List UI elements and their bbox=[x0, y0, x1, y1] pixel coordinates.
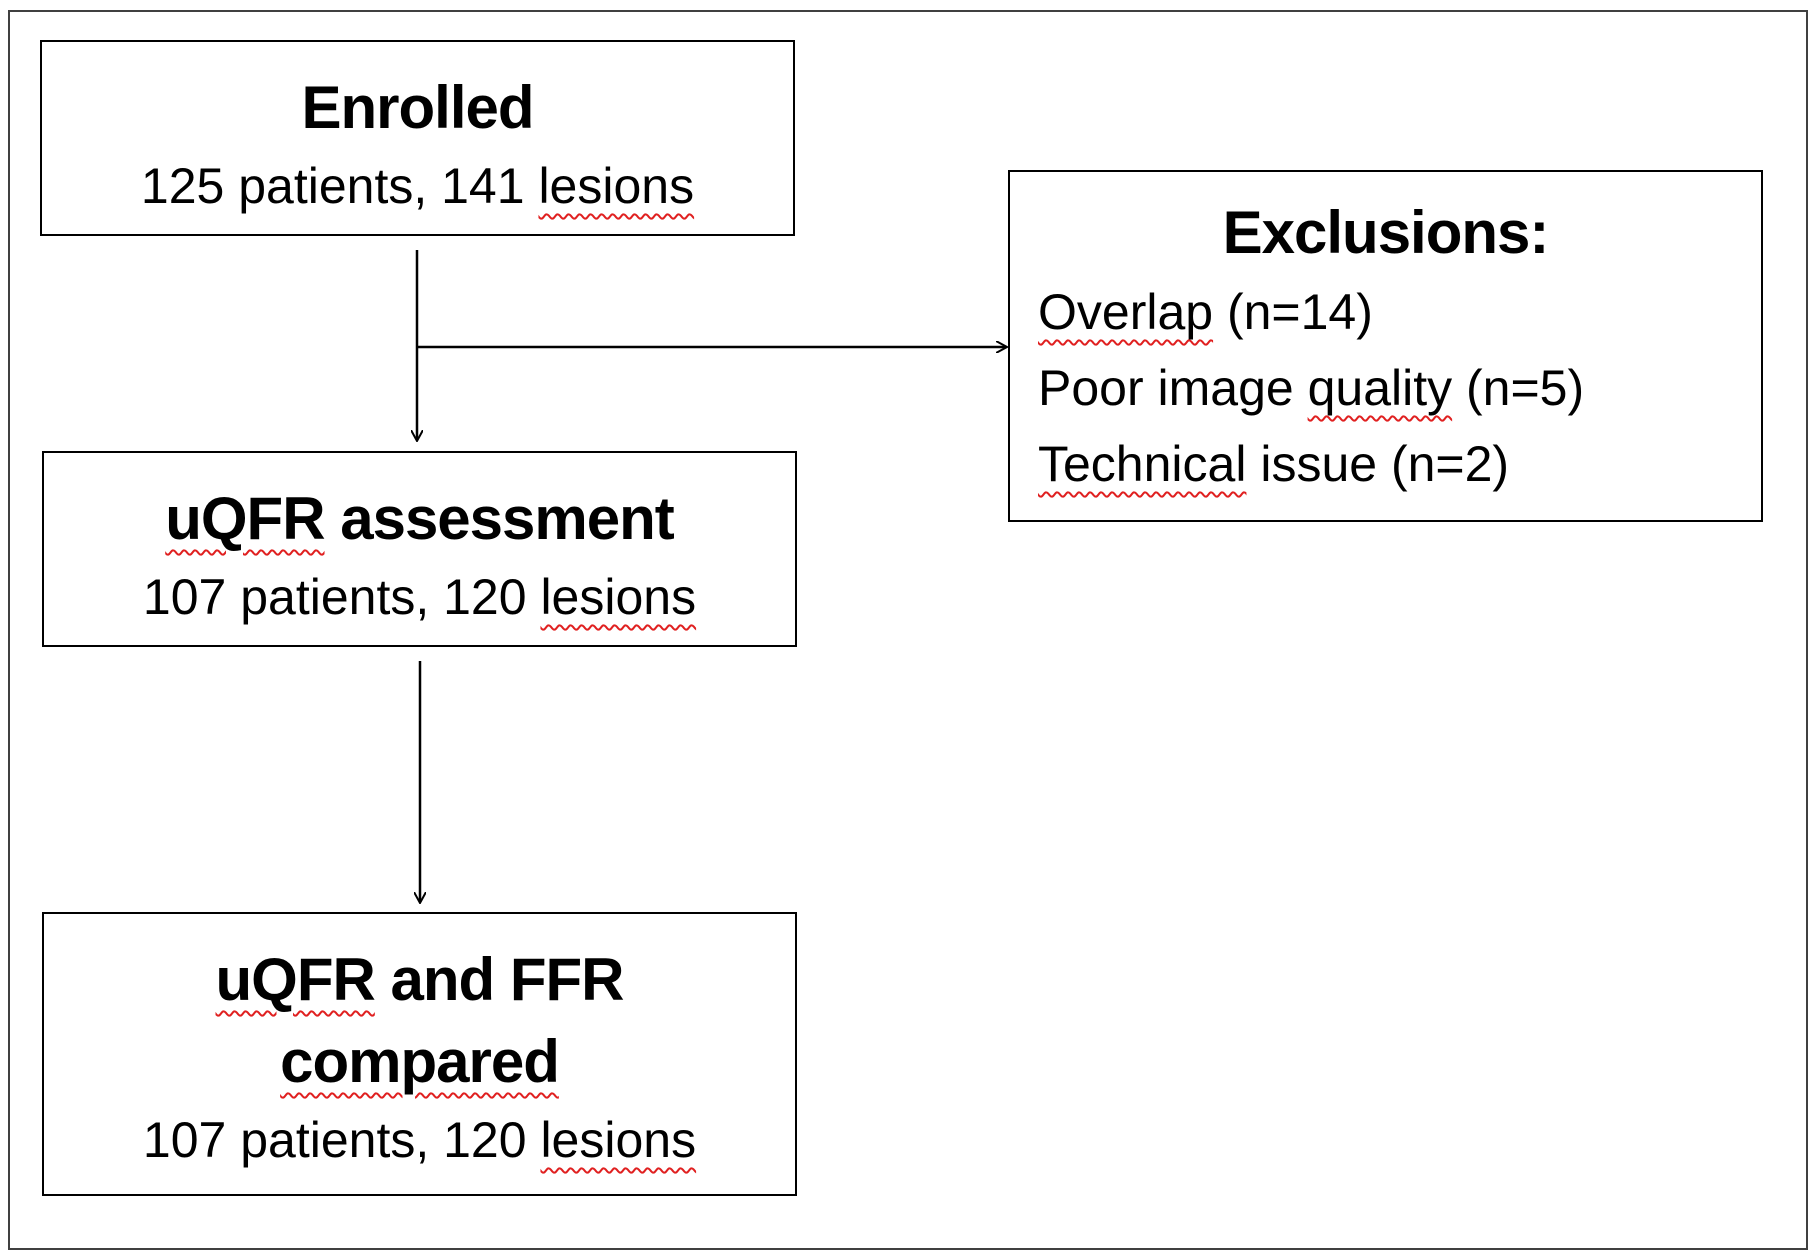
compared-title-rest: and FFR bbox=[374, 946, 624, 1013]
compared-box: uQFR and FFR compared 107 patients, 120 … bbox=[42, 912, 797, 1196]
compared-title-line2: compared bbox=[44, 1021, 795, 1103]
exclusion-item-word: quality bbox=[1307, 360, 1453, 416]
compared-detail: 107 patients, 120 lesions bbox=[44, 1103, 795, 1177]
exclusion-item-word: Technical bbox=[1038, 436, 1247, 492]
enrolled-detail: 125 patients, 141 lesions bbox=[42, 149, 793, 223]
exclusion-item-count: issue (n=2) bbox=[1246, 436, 1510, 492]
exclusion-item-count: (n=14) bbox=[1213, 284, 1373, 340]
compared-title-compared: compared bbox=[280, 1028, 560, 1095]
compared-title-uqfr: uQFR bbox=[215, 946, 376, 1013]
assessment-box: uQFR assessment 107 patients, 120 lesion… bbox=[42, 451, 797, 647]
exclusion-item-overlap: Overlap (n=14) bbox=[1038, 274, 1761, 350]
exclusion-item-count: (n=5) bbox=[1452, 360, 1585, 416]
exclusion-item-word: Overlap bbox=[1038, 284, 1214, 340]
compared-lesions-word: lesions bbox=[540, 1112, 697, 1168]
exclusion-item-poor-image-quality: Poor image quality (n=5) bbox=[1038, 350, 1761, 426]
assessment-title-rest: assessment bbox=[324, 485, 675, 552]
exclusions-box: Exclusions: Overlap (n=14) Poor image qu… bbox=[1008, 170, 1763, 522]
assessment-lesions-word: lesions bbox=[540, 569, 697, 625]
exclusion-item-lead: Poor image bbox=[1038, 360, 1308, 416]
enrolled-title: Enrolled bbox=[301, 74, 534, 141]
exclusions-list: Overlap (n=14) Poor image quality (n=5) … bbox=[1010, 274, 1761, 502]
exclusion-item-technical-issue: Technical issue (n=2) bbox=[1038, 426, 1761, 502]
compared-title-line1: uQFR and FFR bbox=[44, 939, 795, 1021]
assessment-detail: 107 patients, 120 lesions bbox=[44, 560, 795, 634]
enrolled-box: Enrolled 125 patients, 141 lesions bbox=[40, 40, 795, 236]
assessment-counts: 107 patients, 120 bbox=[142, 569, 541, 625]
enrolled-lesions-word: lesions bbox=[538, 158, 695, 214]
enrolled-counts: 125 patients, 141 bbox=[140, 158, 539, 214]
assessment-title-uqfr: uQFR bbox=[165, 485, 325, 552]
figure-frame bbox=[8, 10, 1808, 1250]
assessment-title: uQFR assessment bbox=[44, 478, 795, 560]
compared-counts: 107 patients, 120 bbox=[142, 1112, 541, 1168]
exclusions-title: Exclusions: bbox=[1222, 199, 1550, 266]
